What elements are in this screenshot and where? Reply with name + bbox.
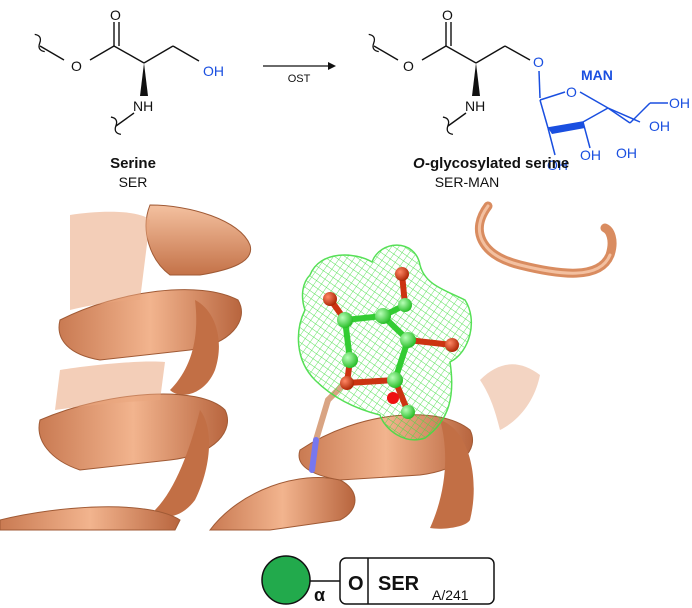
product-name-rest: -glycosylated serine [425, 155, 569, 172]
sugar-label: MAN [581, 67, 613, 83]
glycan-symbol: α O SER A/241 [261, 555, 495, 605]
serine-name: Serine [110, 155, 156, 172]
loop-upper-right [474, 201, 617, 278]
anomer-label: α [314, 585, 325, 605]
mannose-circle-icon [261, 555, 311, 605]
serine-nh: NH [133, 98, 153, 114]
product-name-prefix: O [413, 155, 425, 172]
mannose-ring [538, 70, 668, 156]
product-ester-o: O [403, 58, 414, 74]
residue-name: SER [378, 573, 420, 595]
protein-render [0, 201, 617, 531]
oh-2: OH [547, 157, 568, 173]
ring-wedge-bond [548, 122, 585, 134]
residue-box [339, 557, 495, 605]
serine-ester-o: O [71, 58, 82, 74]
reaction-arrow: OST [263, 62, 336, 85]
oh-2b: OH [580, 147, 601, 163]
residue-site: A/241 [432, 587, 469, 603]
density-mesh [297, 244, 473, 441]
oh-6: OH [669, 95, 690, 111]
oh-4: OH [649, 118, 670, 134]
product-structure: O O NH O O OH OH OH OH OH MAN O -glycosy… [368, 7, 690, 190]
oh-3: OH [616, 145, 637, 161]
product-carbonyl-o: O [442, 7, 453, 23]
glycosidic-o: O [533, 54, 544, 70]
product-nh: NH [465, 98, 485, 114]
helix-left [0, 204, 252, 531]
serine-structure: O O NH OH Serine SER [34, 7, 224, 190]
enzyme-label: OST [288, 73, 311, 85]
serine-abbrev: SER [119, 174, 148, 190]
product-abbrev: SER-MAN [435, 174, 500, 190]
mannose-model [323, 267, 459, 419]
ring-o: O [566, 84, 577, 100]
linkage-atom: O [348, 573, 364, 595]
serine-carbonyl-o: O [110, 7, 121, 23]
serine-oh: OH [203, 63, 224, 79]
